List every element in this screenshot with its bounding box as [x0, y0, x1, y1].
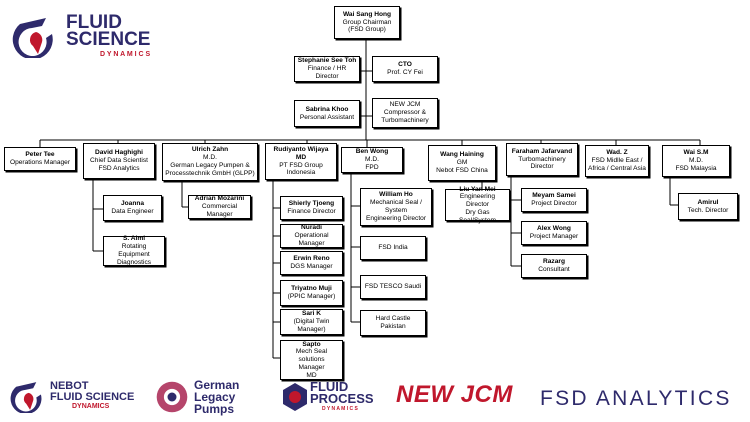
- german-l3: Pumps: [194, 402, 235, 416]
- fpd-l2: PROCESS: [310, 391, 374, 406]
- fpd-emblem-icon: [283, 383, 307, 411]
- nebot-fluid-science-logo: NEBOT FLUID SCIENCE DYNAMICS: [10, 378, 140, 414]
- fsd-analytics-logo: FSD ANALYTICS: [540, 387, 732, 410]
- new-jcm-logo: NEW JCM: [396, 381, 513, 408]
- box-fsd-tesco-saudi: FSD TESCO Saudi: [360, 275, 426, 299]
- logo-science: SCIENCE: [66, 29, 151, 50]
- box-fsd-india: FSD India: [360, 236, 426, 260]
- fluid-science-logo: FLUID SCIENCE D Y N A M I C S: [12, 12, 172, 58]
- logo-dynamics: D Y N A M I C S: [100, 51, 151, 58]
- pump-wheel-icon: [156, 381, 188, 413]
- german-l1: German: [194, 378, 240, 392]
- fsd-emblem-icon: [12, 18, 53, 58]
- box-sari-k: Sari K(Digital Twin Manager): [280, 309, 343, 335]
- fpd-l1: FLUID: [310, 379, 349, 394]
- box-triyatno-muji: Triyatno Muji(PPIC Manager): [280, 280, 343, 306]
- german-l2: Legacy: [194, 390, 236, 404]
- german-legacy-pumps-logo: German Legacy Pumps: [154, 378, 266, 416]
- logo-fluid: FLUID: [66, 12, 122, 33]
- nebot-l1: NEBOT: [50, 380, 89, 392]
- nebot-l3: DYNAMICS: [72, 403, 110, 410]
- nebot-l2: FLUID SCIENCE: [50, 391, 135, 403]
- fluid-process-dynamics-logo: FLUID PROCESS D Y N A M I C S: [282, 380, 388, 416]
- fpd-l3: D Y N A M I C S: [322, 406, 358, 412]
- nebot-emblem-icon: [10, 382, 42, 413]
